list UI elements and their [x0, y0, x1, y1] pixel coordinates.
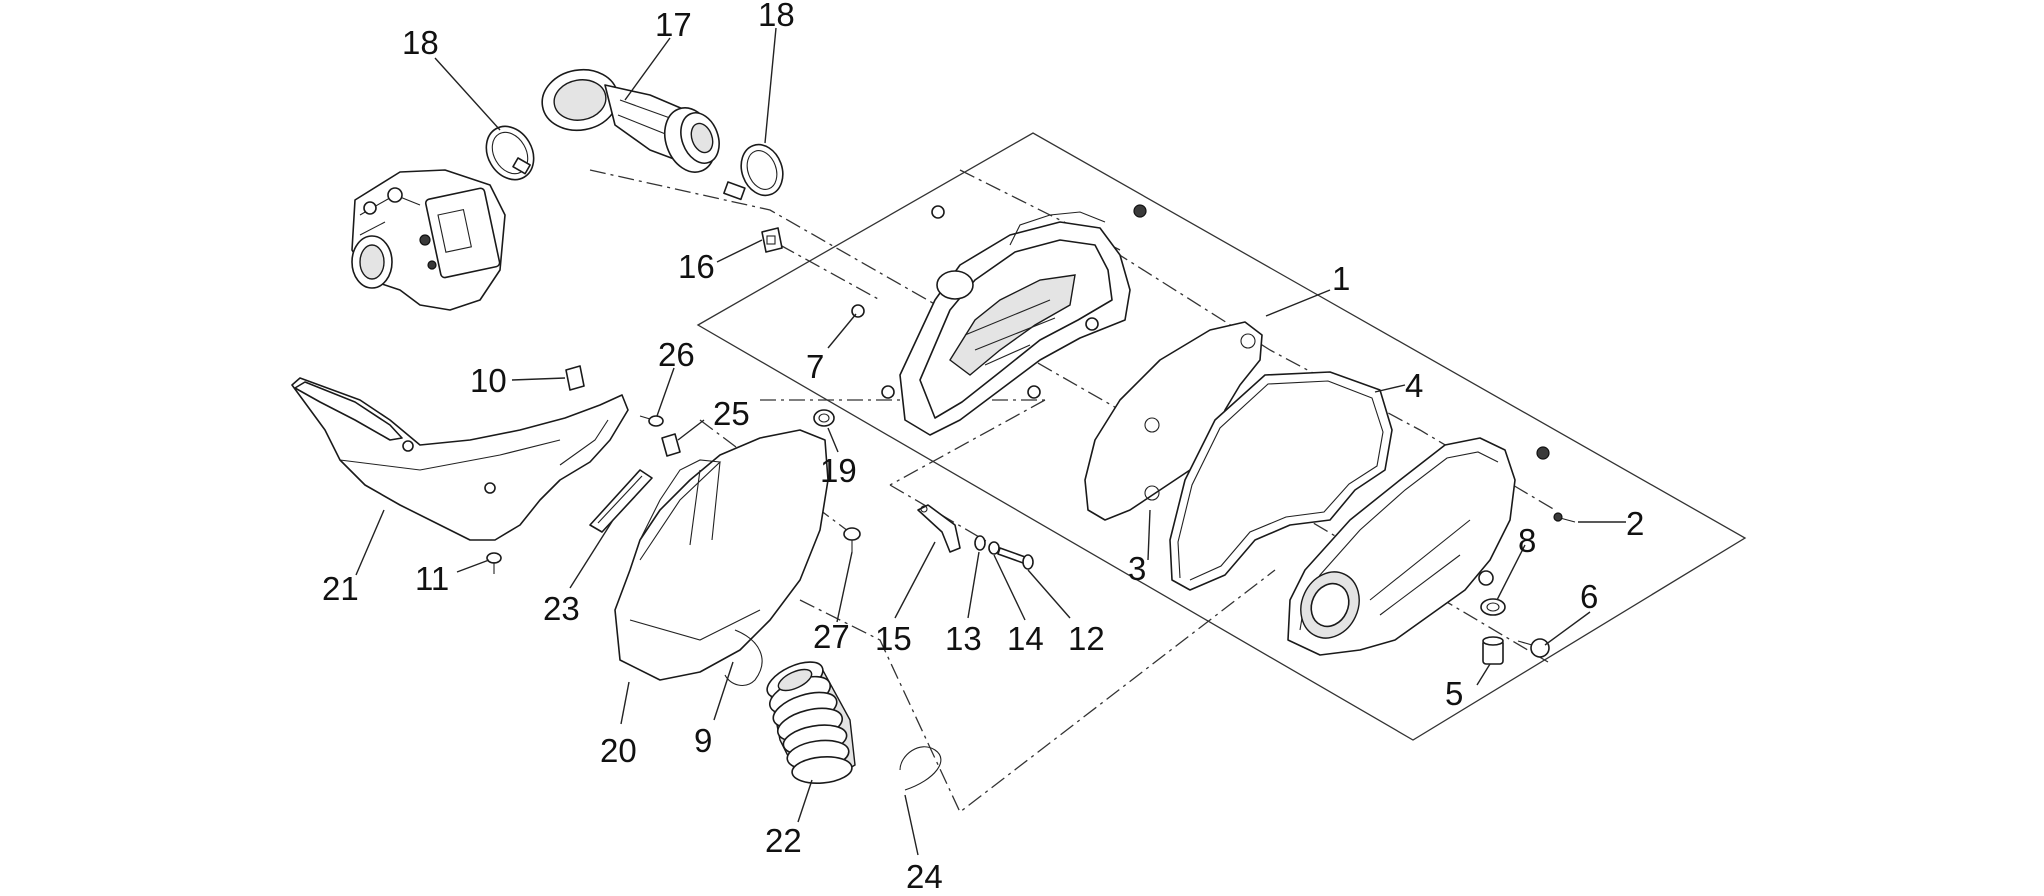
leader-lines — [355, 27, 1626, 856]
part-6-bolt — [1517, 638, 1550, 658]
part-4-gasket — [1169, 371, 1393, 591]
throttle-body — [351, 169, 506, 311]
callout-26: 26 — [658, 336, 695, 373]
callout-19: 19 — [820, 452, 857, 489]
part-25-clip — [661, 433, 681, 457]
part-21-bracket — [291, 377, 629, 541]
part-14-spacer — [988, 541, 1000, 555]
part-1-airbox-cover — [1287, 437, 1550, 656]
callout-6: 6 — [1580, 578, 1598, 615]
grommets — [851, 205, 1099, 399]
part-23-seal-strip — [589, 469, 653, 533]
callout-18-right: 18 — [758, 0, 795, 33]
part-22-bellows-hose — [766, 661, 856, 785]
callout-22: 22 — [765, 822, 802, 859]
part-1-marker-dot — [1133, 204, 1147, 218]
callout-16: 16 — [678, 248, 715, 285]
callout-15: 15 — [875, 620, 912, 657]
part-12-bolt — [997, 547, 1034, 570]
callout-18-left: 18 — [402, 24, 439, 61]
callout-27: 27 — [813, 618, 850, 655]
assembly-frame — [696, 132, 1747, 741]
part-26-screw — [639, 415, 664, 427]
callout-24: 24 — [906, 858, 943, 895]
part-17-intake-duct — [541, 68, 720, 173]
callout-25: 25 — [713, 395, 750, 432]
part-27-screw — [843, 527, 861, 552]
callout-9: 9 — [694, 722, 712, 759]
part-2-screw — [1553, 512, 1576, 523]
part-11-screw — [486, 552, 502, 574]
callout-8: 8 — [1518, 522, 1536, 559]
part-15-bracket — [917, 504, 961, 553]
callout-20: 20 — [600, 732, 637, 769]
callout-17: 17 — [655, 6, 692, 43]
part-24-spring-clamp — [899, 746, 942, 791]
callout-21: 21 — [322, 570, 359, 607]
callout-5: 5 — [1445, 675, 1463, 712]
callout-10: 10 — [470, 362, 507, 399]
part-9-spring-clamp — [724, 629, 763, 686]
callout-7: 7 — [806, 348, 824, 385]
part-8-clip — [1480, 598, 1506, 616]
callout-12: 12 — [1068, 620, 1105, 657]
part-19-grommet — [813, 409, 835, 427]
callout-23: 23 — [543, 590, 580, 627]
callout-numbers: 1 2 3 4 5 6 7 8 9 10 11 12 13 14 15 16 1… — [322, 0, 1644, 895]
callout-2: 2 — [1626, 505, 1644, 542]
callout-1: 1 — [1332, 260, 1350, 297]
part-1-airbox-housing — [899, 204, 1147, 436]
part-3-filter-element — [1084, 321, 1263, 521]
part-16-clip-nut — [761, 227, 783, 253]
part-13-washer — [974, 535, 986, 551]
part-1-cover-marker-dot — [1536, 446, 1550, 460]
callout-11: 11 — [415, 560, 449, 597]
callout-3: 3 — [1128, 550, 1146, 587]
part-20-intake-cover — [614, 429, 829, 681]
part-10-clip-nut — [565, 365, 585, 391]
callout-4: 4 — [1405, 367, 1423, 404]
part-5-drain-plug — [1482, 636, 1504, 665]
part-18-clamp-right — [723, 143, 784, 201]
callout-13: 13 — [945, 620, 982, 657]
callout-14: 14 — [1007, 620, 1044, 657]
part-18-clamp-left — [485, 125, 535, 181]
